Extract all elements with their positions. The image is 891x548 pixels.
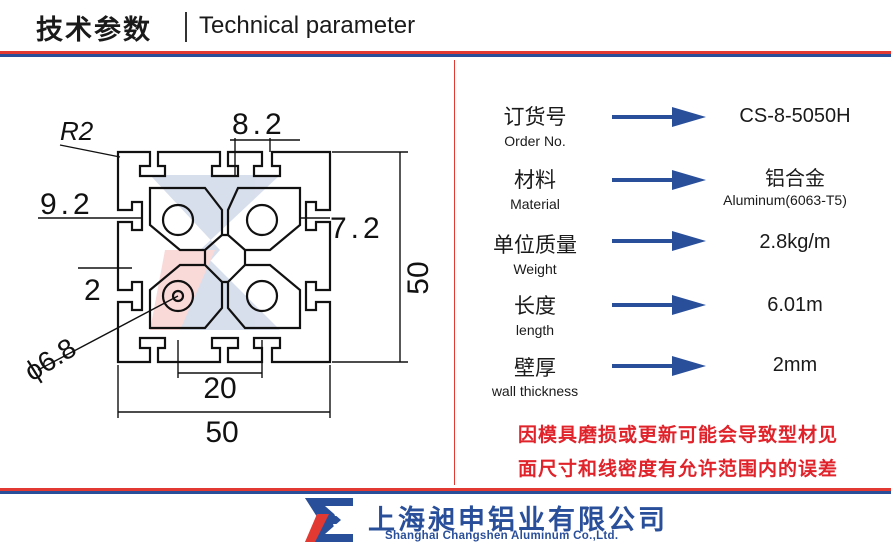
profile-drawing: R2 8.2 9.2 7.2 50 2 ϕ6.8 20 50 (0, 60, 450, 485)
page-title-en: Technical parameter (199, 12, 416, 39)
top-blue-rule (0, 54, 891, 57)
param-label-cn: 单位质量 (493, 233, 577, 257)
arrow-right-icon (612, 107, 706, 127)
param-value: 铝合金 (765, 168, 825, 190)
arrow-right-icon (612, 170, 706, 190)
param-label-en: Material (510, 196, 560, 212)
param-row-wall-thickness: 壁厚 wall thickness 2mm (460, 348, 890, 406)
param-row-length: 长度 length 6.01m (460, 286, 890, 344)
bottom-blue-rule (0, 491, 891, 494)
param-row-material: 材料 Material 铝合金 Aluminum(6063-T5) (460, 160, 890, 218)
company-name-en: Shanghai Changshen Aluminum Co.,Ltd. (385, 530, 619, 542)
param-label-en: length (515, 322, 555, 338)
dim-20: 20 (203, 372, 236, 405)
vertical-divider (454, 60, 455, 485)
dim-50-bottom: 50 (205, 416, 238, 449)
param-value: CS-8-5050H (739, 105, 851, 127)
param-label-cn: 壁厚 (514, 356, 556, 380)
company-logo-icon (303, 496, 355, 544)
company-name-cn: 上海昶申铝业有限公司 (368, 505, 668, 536)
title-separator (185, 12, 187, 42)
param-value-sub: Aluminum(6063-T5) (723, 192, 847, 208)
param-value: 6.01m (767, 294, 823, 316)
param-label-cn: 材料 (514, 168, 556, 192)
top-red-rule (0, 51, 891, 54)
dim-50-right: 50 (402, 261, 435, 294)
param-value: 2.8kg/m (759, 231, 831, 253)
dim-r2: R2 (60, 116, 94, 146)
bottom-red-rule (0, 488, 891, 491)
footer: 上海昶申铝业有限公司 Shanghai Changshen Aluminum C… (0, 494, 891, 548)
arrow-right-icon (612, 295, 706, 315)
header: 技术参数 Technical parameter (0, 0, 891, 52)
param-value: 2mm (772, 354, 818, 376)
arrow-right-icon (612, 231, 706, 251)
dim-8-2: 8.2 (232, 108, 286, 141)
disclaimer-line-2: 面尺寸和线密度有允许范围内的误差 (517, 458, 838, 480)
disclaimer-line-1: 因模具磨损或更新可能会导致型材见 (517, 424, 838, 446)
param-label-cn: 订货号 (503, 105, 567, 129)
profile-drawing-svg: R2 8.2 9.2 7.2 50 2 ϕ6.8 20 50 (19, 108, 435, 449)
arrow-right-icon (612, 356, 706, 376)
dimension-lines (37, 138, 408, 418)
param-label-en: Order No. (504, 133, 566, 149)
param-row-order-no: 订货号 Order No. CS-8-5050H (460, 95, 890, 153)
dim-2: 2 (84, 274, 101, 307)
dim-phi-6-8: ϕ6.8 (19, 332, 82, 387)
param-label-cn: 长度 (514, 294, 556, 318)
dim-7-2: 7.2 (330, 212, 384, 245)
dim-9-2: 9.2 (40, 188, 94, 221)
profile-outline (116, 150, 332, 364)
param-label-en: Weight (513, 261, 557, 277)
watermark-logo (150, 175, 280, 330)
page-title-cn: 技术参数 (36, 15, 152, 46)
param-row-weight: 单位质量 Weight 2.8kg/m (460, 223, 890, 281)
param-label-en: wall thickness (491, 383, 579, 399)
